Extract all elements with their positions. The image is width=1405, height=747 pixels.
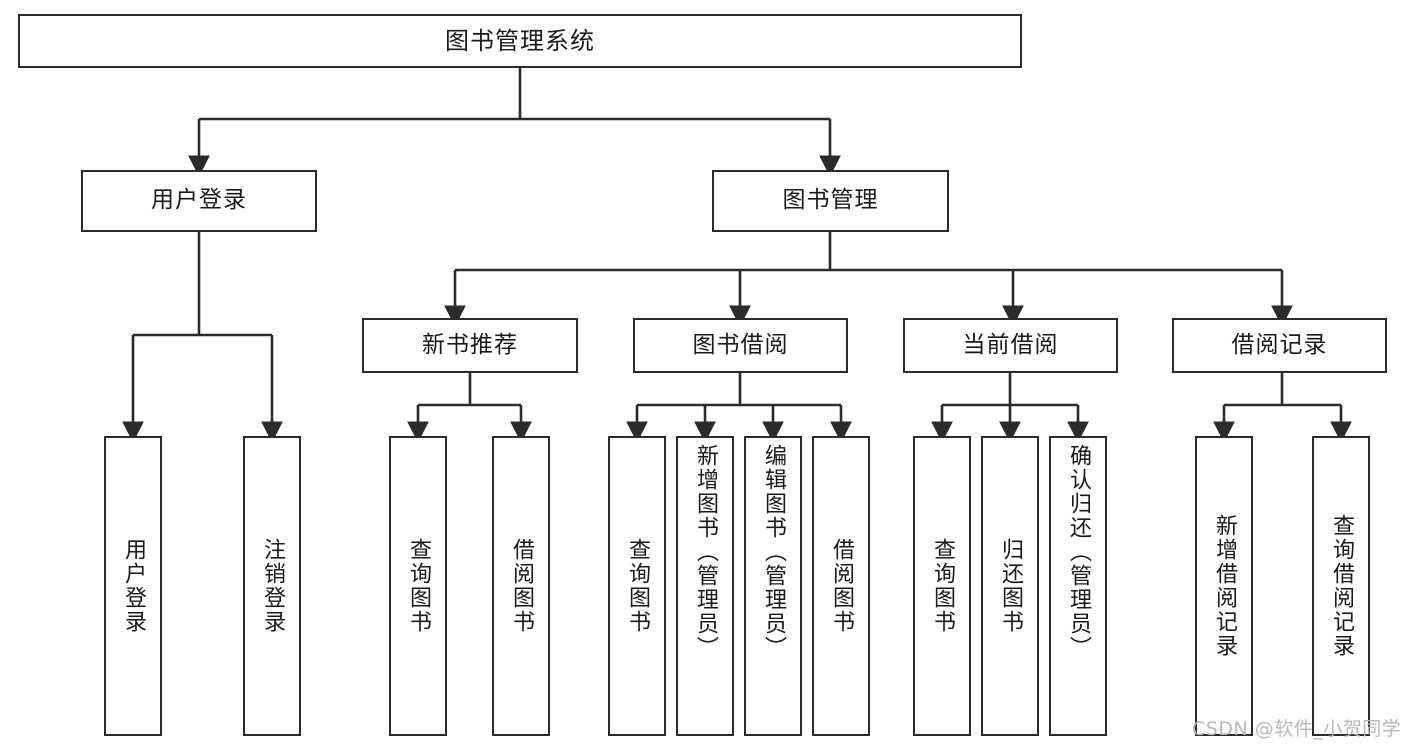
leaf-query-borrow-record[interactable]: 查询借阅记录 xyxy=(1312,436,1370,736)
leaf-borrow-book[interactable]: 借阅图书 xyxy=(812,436,870,736)
node-label: 查询图书 xyxy=(929,538,955,634)
node-root[interactable]: 图书管理系统 xyxy=(18,14,1022,68)
leaf-logout[interactable]: 注销登录 xyxy=(243,436,301,736)
node-new-book-recommend[interactable]: 新书推荐 xyxy=(362,318,578,373)
node-label: 新书推荐 xyxy=(422,331,518,358)
node-label: 借阅记录 xyxy=(1231,331,1328,358)
csdn-watermark: CSDN @软件_小贺同学 xyxy=(1192,718,1402,740)
node-label: 归还图书 xyxy=(997,538,1023,634)
node-borrow-record[interactable]: 借阅记录 xyxy=(1172,318,1387,373)
node-label: 查询图书 xyxy=(405,538,431,634)
node-current-borrow[interactable]: 当前借阅 xyxy=(903,318,1118,373)
leaf-query-book-recommend[interactable]: 查询图书 xyxy=(389,436,447,736)
node-label: 用户登录 xyxy=(120,538,146,634)
node-book-manage[interactable]: 图书管理 xyxy=(712,170,949,232)
leaf-add-borrow-record[interactable]: 新增借阅记录 xyxy=(1195,436,1253,736)
leaf-add-book-admin[interactable]: 新增图书（管理员） xyxy=(676,436,734,736)
node-label: 查询借阅记录 xyxy=(1328,514,1354,658)
node-label: 借阅图书 xyxy=(828,538,854,634)
node-label: 确认归还（管理员） xyxy=(1065,444,1091,660)
node-label: 当前借阅 xyxy=(962,331,1059,358)
leaf-confirm-return-admin[interactable]: 确认归还（管理员） xyxy=(1049,436,1107,736)
leaf-return-book[interactable]: 归还图书 xyxy=(981,436,1039,736)
leaf-user-login[interactable]: 用户登录 xyxy=(104,436,162,736)
node-label: 图书借阅 xyxy=(692,331,789,358)
node-label: 编辑图书（管理员） xyxy=(760,444,786,660)
node-label: 注销登录 xyxy=(259,538,285,634)
node-label: 新增图书（管理员） xyxy=(692,444,718,660)
leaf-edit-book-admin[interactable]: 编辑图书（管理员） xyxy=(744,436,802,736)
node-label: 新增借阅记录 xyxy=(1211,514,1237,658)
node-book-borrow[interactable]: 图书借阅 xyxy=(633,318,848,373)
leaf-query-book-borrow[interactable]: 查询图书 xyxy=(608,436,666,736)
leaf-borrow-book-recommend[interactable]: 借阅图书 xyxy=(492,436,550,736)
node-label: 查询图书 xyxy=(624,538,650,634)
node-label: 图书管理 xyxy=(782,187,879,214)
leaf-query-book-current[interactable]: 查询图书 xyxy=(913,436,971,736)
node-label: 借阅图书 xyxy=(508,538,534,634)
node-label: 图书管理系统 xyxy=(445,26,595,55)
node-user-login[interactable]: 用户登录 xyxy=(81,170,317,232)
node-label: 用户登录 xyxy=(151,187,247,214)
